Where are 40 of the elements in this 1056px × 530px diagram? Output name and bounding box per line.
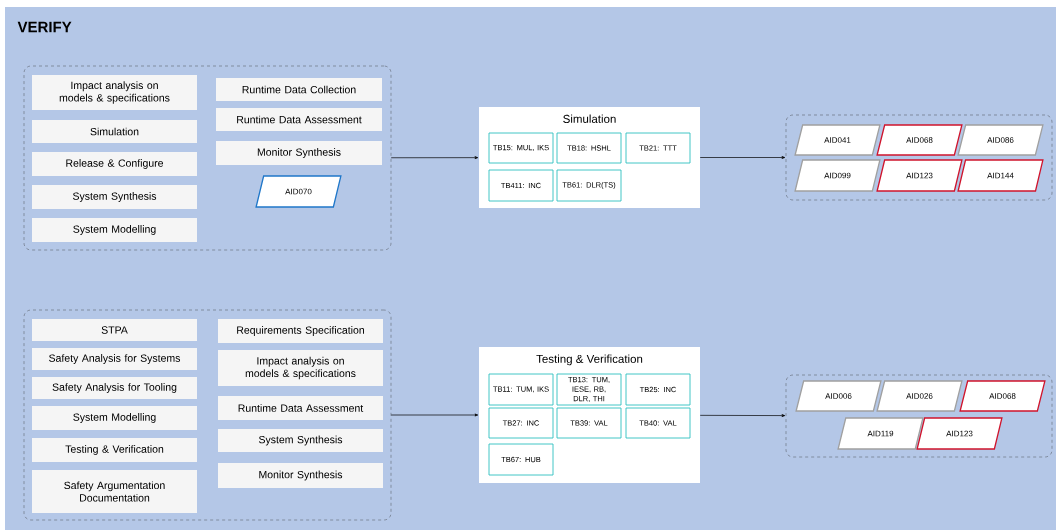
activity-box: Runtime Data Assessment xyxy=(218,396,383,420)
activity-box: Safety Argumentation Documentation xyxy=(32,470,197,513)
artifact-parallelogram: AID026 xyxy=(876,380,963,412)
activity-box: System Modelling xyxy=(32,218,197,242)
activity-box: System Synthesis xyxy=(218,429,383,452)
artifact-parallelogram: AID068 xyxy=(959,380,1046,412)
artifact-parallelogram: AID041 xyxy=(794,124,881,156)
activity-box: System Synthesis xyxy=(32,185,197,209)
activity-box: Release & Configure xyxy=(32,152,197,176)
activity-box: Monitor Synthesis xyxy=(216,141,382,165)
arrow xyxy=(699,156,786,159)
dashed-group-box xyxy=(23,65,392,251)
activity-box: Monitor Synthesis xyxy=(218,463,383,488)
activity-box: Impact analysis on models & specifications xyxy=(218,350,383,386)
artifact-parallelogram: AID086 xyxy=(957,124,1044,156)
activity-box: Requirements Specification xyxy=(218,319,383,343)
activity-box: Runtime Data Collection xyxy=(216,78,382,101)
artifact-parallelogram: AID123 xyxy=(916,417,1003,450)
dashed-group-box xyxy=(23,309,392,521)
arrow xyxy=(390,156,479,160)
arrow xyxy=(390,413,479,417)
artifact-parallelogram: AID068 xyxy=(876,124,963,156)
activity-box: Safety Analysis for Systems xyxy=(32,348,197,370)
dashed-group-box xyxy=(785,114,1053,201)
activity-box: System Modelling xyxy=(32,406,197,430)
activity-box: Simulation xyxy=(32,120,197,143)
activity-box: STPA xyxy=(32,319,197,341)
activity-box: Runtime Data Assessment xyxy=(216,108,382,131)
artifact-parallelogram: AID099 xyxy=(794,159,881,192)
dashed-group-box xyxy=(785,374,1053,458)
artifact-parallelogram: AID123 xyxy=(876,159,963,192)
arrow xyxy=(699,414,786,418)
artifact-parallelogram: AID070 xyxy=(255,175,342,208)
artifact-parallelogram: AID119 xyxy=(837,417,924,450)
artifact-parallelogram: AID144 xyxy=(957,159,1044,192)
title: VERIFY xyxy=(17,21,72,33)
activity-box: Safety Analysis for Tooling xyxy=(32,377,197,399)
activity-box: Impact analysis on models & specifications xyxy=(32,75,197,110)
activity-box: Testing & Verification xyxy=(32,438,197,462)
artifact-parallelogram: AID006 xyxy=(795,380,882,412)
